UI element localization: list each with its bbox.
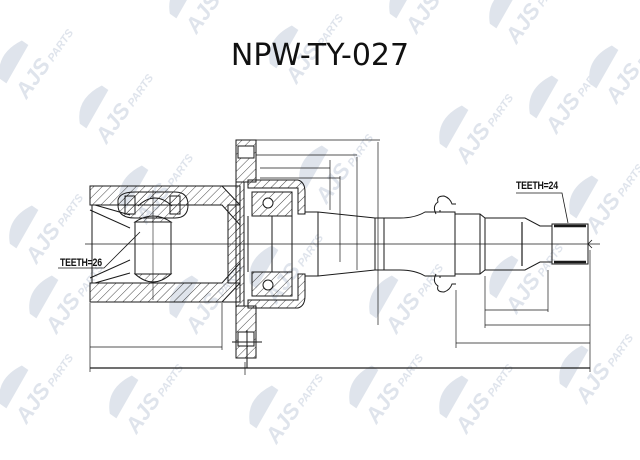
teeth-count-label-right: TEETH=24: [516, 180, 558, 192]
teeth-count-label-left: TEETH=26: [60, 257, 102, 269]
part-number-title: NPW-TY-027: [230, 38, 410, 73]
